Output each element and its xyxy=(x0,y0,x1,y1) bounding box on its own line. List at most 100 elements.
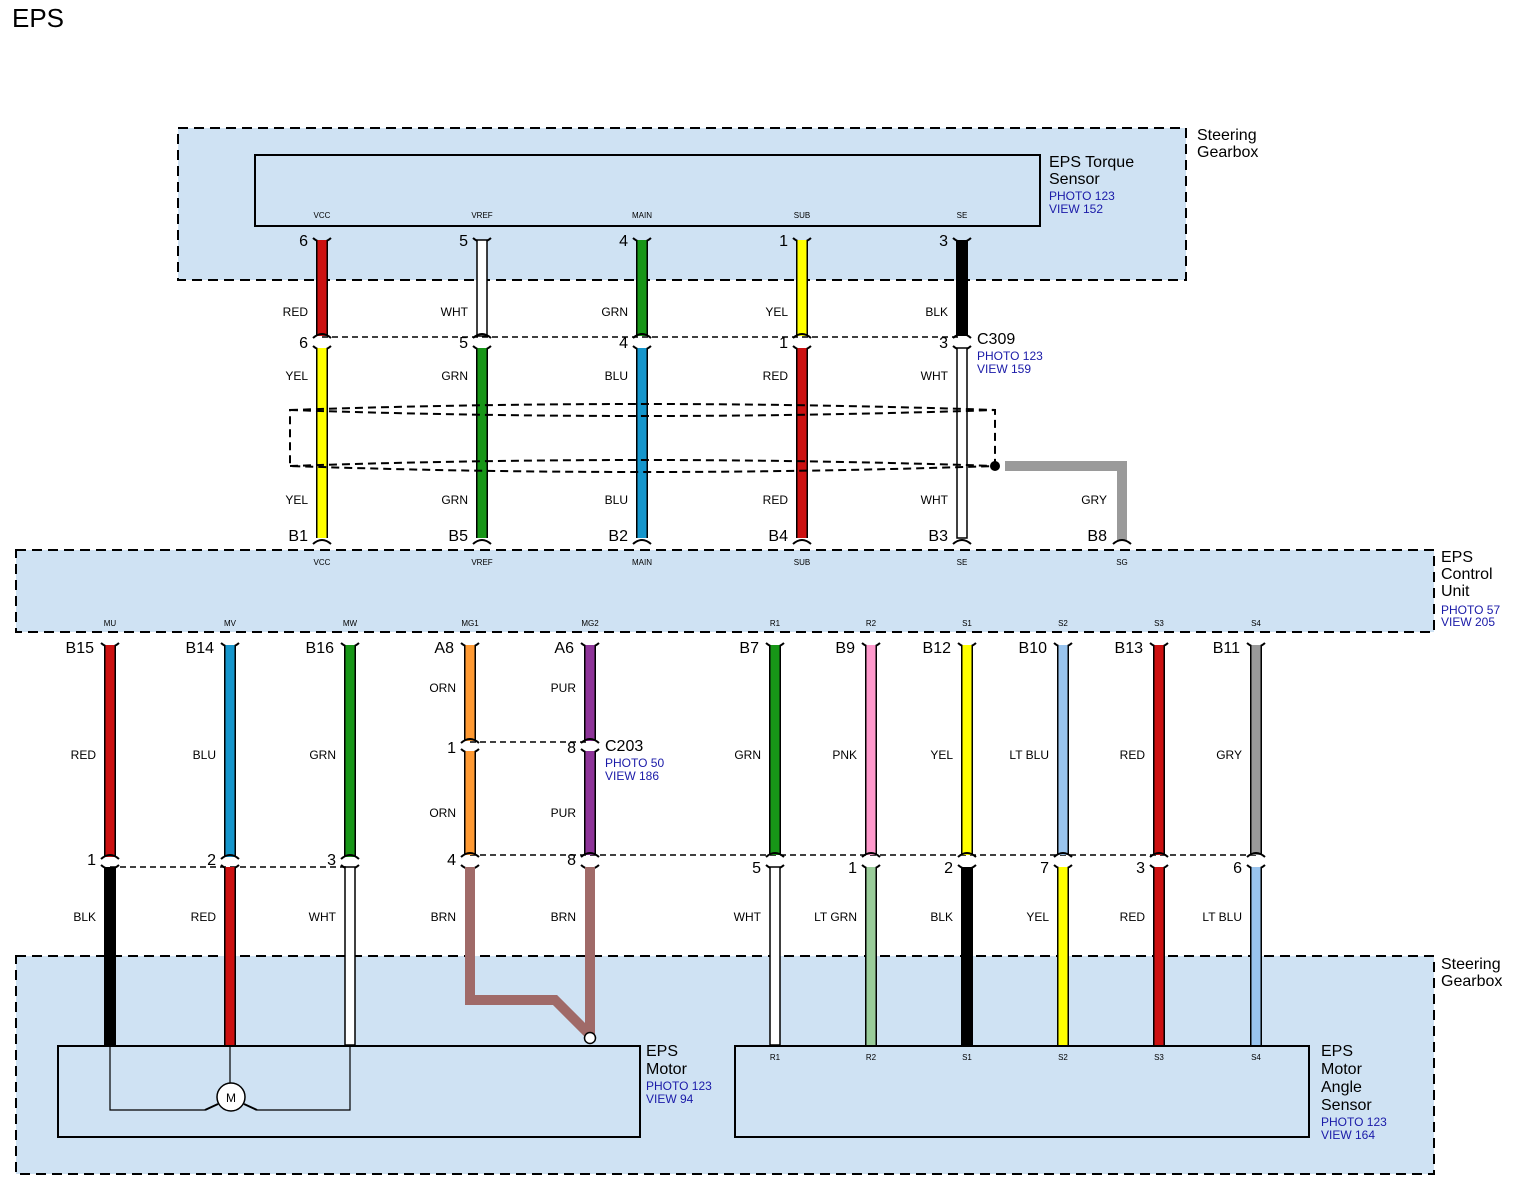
c309-name: C309 xyxy=(977,331,1015,348)
motor-symbol-icon xyxy=(216,1082,246,1112)
inline-pin-number: 2 xyxy=(207,852,216,869)
wire-color-label: GRN xyxy=(734,748,761,762)
eps-motor-angle-sensor-box xyxy=(734,1045,1310,1138)
ecu-pin-label: MG2 xyxy=(581,619,599,628)
wire-color-label: BLK xyxy=(925,305,948,319)
c309-pin-number: 3 xyxy=(939,335,948,352)
wire-color-label: GRY xyxy=(1081,493,1107,507)
wire-wht xyxy=(476,239,488,337)
ecu-pin-label: SE xyxy=(957,558,968,567)
wire-wht xyxy=(344,866,356,1046)
ecu-pin-number: B15 xyxy=(66,640,95,657)
wire-color-label: RED xyxy=(71,748,97,762)
ecu-pin-label: MG1 xyxy=(461,619,479,628)
sensor-pin-label: SE xyxy=(957,211,968,220)
inline-pin-number: 7 xyxy=(1040,860,1049,877)
ecu-pin-number: B14 xyxy=(186,640,215,657)
ecu-pin-label: R1 xyxy=(770,619,781,628)
ecu-pin-label: R2 xyxy=(866,619,877,628)
ecu-pin-number: B11 xyxy=(1213,640,1240,657)
terminal-mark xyxy=(472,333,492,339)
wire-color-label: BLK xyxy=(930,910,953,924)
terminal-mark xyxy=(1112,539,1132,545)
sensor-pin-label: S4 xyxy=(1251,1053,1261,1062)
ecu-pin-label: VCC xyxy=(314,558,331,567)
wire-color-label: WHT xyxy=(309,910,337,924)
inline-pin-number: 1 xyxy=(87,852,96,869)
motor-symbol-label: M xyxy=(226,1091,236,1105)
c203-name: C203 xyxy=(605,738,643,755)
ecu-pin-number: B9 xyxy=(835,640,855,657)
wire-color-label: BLU xyxy=(193,748,216,762)
ecu-pin-number: B7 xyxy=(739,640,759,657)
wire-wht xyxy=(956,347,968,539)
wire-color-label: YEL xyxy=(285,369,308,383)
wire-wht xyxy=(769,866,781,1046)
terminal-mark xyxy=(100,854,120,860)
wire-color-label: BLU xyxy=(605,369,628,383)
wire-color-label: BLU xyxy=(605,493,628,507)
c309-pin-number: 4 xyxy=(619,335,628,352)
terminal-mark xyxy=(861,852,881,858)
wire-color-label: GRN xyxy=(441,493,468,507)
wire-color-label: BRN xyxy=(431,910,456,924)
eps-control-unit-box xyxy=(15,549,1435,633)
wire-color-label: WHT xyxy=(441,305,469,319)
sensor-pin-label: S1 xyxy=(962,1053,972,1062)
ecu-pin-label: S1 xyxy=(962,619,972,628)
sensor-pin-label: S3 xyxy=(1154,1053,1164,1062)
ecu-pin-number: B16 xyxy=(306,640,335,657)
shield-splice xyxy=(990,461,1000,471)
wire-color-label: RED xyxy=(763,369,789,383)
terminal-mark xyxy=(632,333,652,339)
wire-color-label: RED xyxy=(763,493,789,507)
sensor-pin-label: VCC xyxy=(314,211,331,220)
sensor-pin-label: VREF xyxy=(471,211,492,220)
ecu-pin-number: A8 xyxy=(434,640,454,657)
ecu-pin-number: B10 xyxy=(1019,640,1048,657)
sensor-pin-number: 6 xyxy=(299,233,308,250)
c203-pin-number: 8 xyxy=(567,740,576,757)
eps-torque-sensor-box xyxy=(254,154,1041,227)
wire-gry-shield xyxy=(1005,461,1127,540)
terminal-mark xyxy=(952,333,972,339)
terminal-mark xyxy=(1149,852,1169,858)
ecu-pin-number: B13 xyxy=(1115,640,1144,657)
eps-motor-box xyxy=(57,1045,641,1138)
terminal-mark xyxy=(792,539,812,545)
terminal-mark xyxy=(312,539,332,545)
sensor-pin-label: MAIN xyxy=(632,211,652,220)
wire-color-label: YEL xyxy=(1026,910,1049,924)
terminal-mark xyxy=(632,539,652,545)
ecu-pin-label: VREF xyxy=(471,558,492,567)
terminal-mark xyxy=(220,854,240,860)
ecu-pin-label: MU xyxy=(104,619,117,628)
wire-color-label: YEL xyxy=(765,305,788,319)
wire-color-label: ORN xyxy=(429,681,456,695)
ecu-pin-label: S3 xyxy=(1154,619,1164,628)
inline-pin-number: 3 xyxy=(327,852,336,869)
sensor-pin-number: 5 xyxy=(459,233,468,250)
wire-color-label: BLK xyxy=(73,910,96,924)
inline-pin-number: 4 xyxy=(447,852,456,869)
c309-pin-number: 6 xyxy=(299,335,308,352)
sensor-pin-number: 3 xyxy=(939,233,948,250)
ecu-pin-number: A6 xyxy=(554,640,574,657)
terminal-mark xyxy=(957,852,977,858)
ecu-pin-number: B8 xyxy=(1087,528,1107,545)
wire-color-label: LT BLU xyxy=(1202,910,1242,924)
wire-color-label: GRN xyxy=(309,748,336,762)
sensor-pin-number: 1 xyxy=(779,233,788,250)
c203-pin-number: 1 xyxy=(447,740,456,757)
ecu-pin-number: B5 xyxy=(448,528,468,545)
wire-color-label: WHT xyxy=(921,493,949,507)
